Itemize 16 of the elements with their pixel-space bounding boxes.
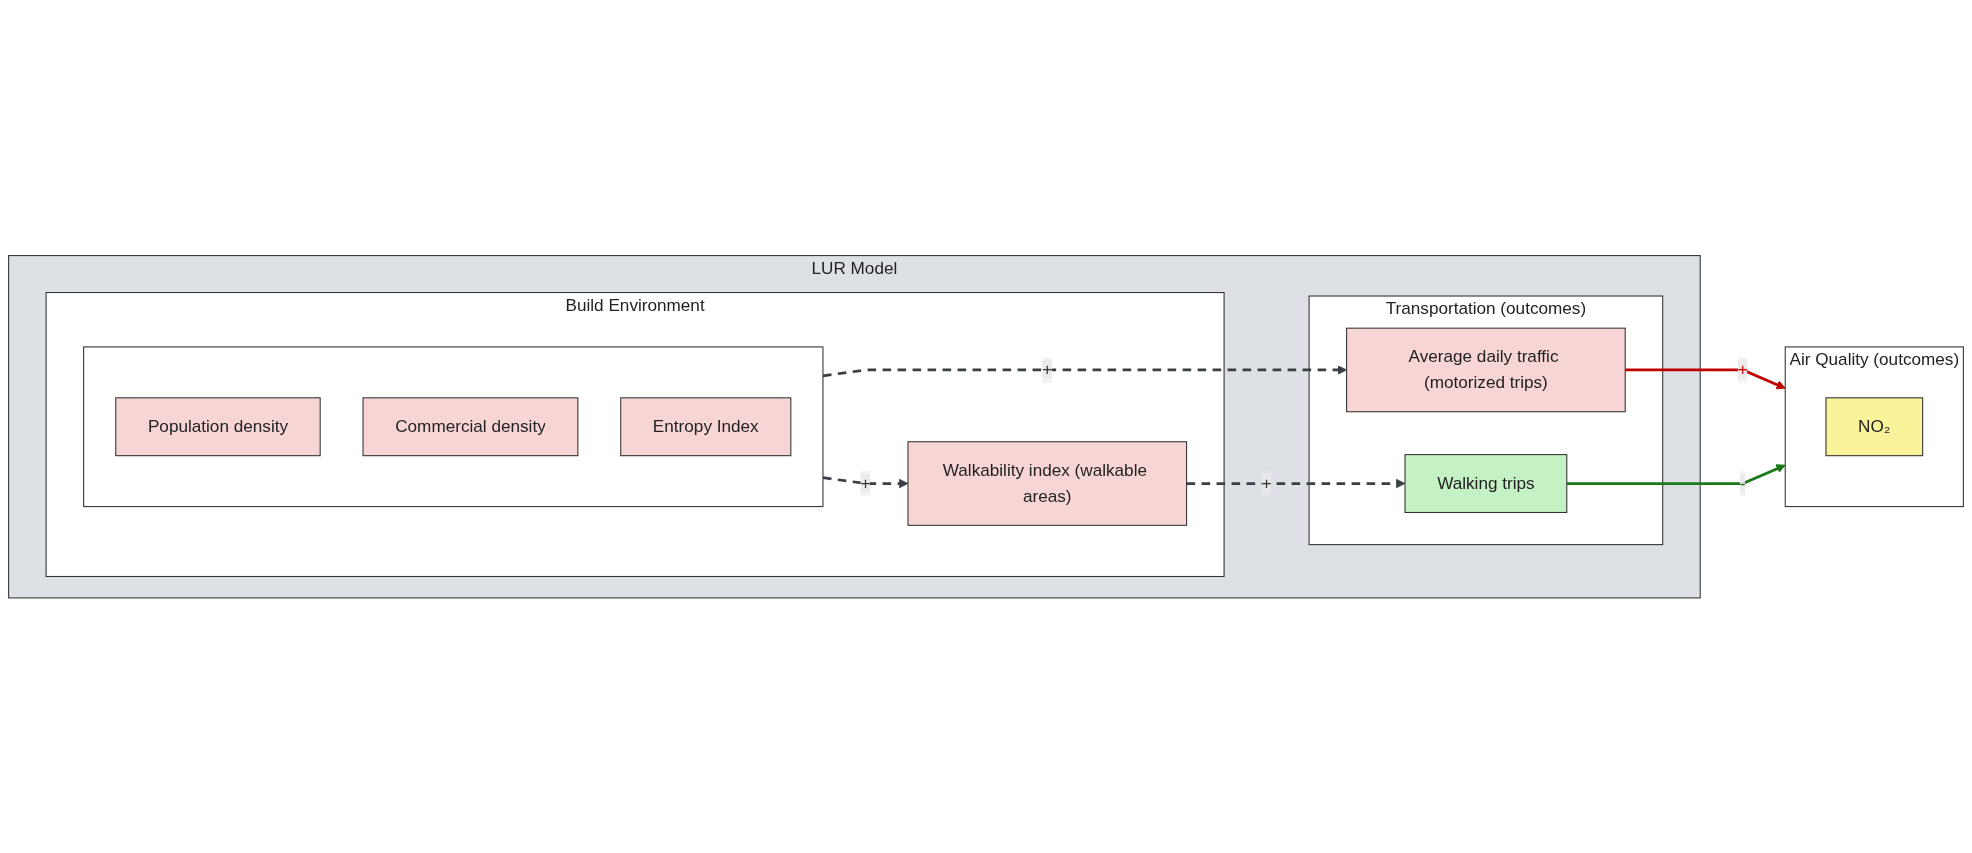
arrow: [1186, 478, 1406, 488]
node-box: Commercial density: [362, 397, 579, 456]
cluster: [83, 346, 824, 507]
edge-label: -: [1739, 473, 1746, 492]
node-box: Walking trips: [1404, 453, 1568, 513]
node-box: Entropy Index: [620, 397, 792, 456]
edge-label: +: [860, 473, 871, 492]
node-box: NO₂: [1825, 397, 1924, 456]
arrow: [1566, 464, 1786, 485]
edge-label: +: [1042, 360, 1053, 379]
node-box: Average daily traffic (motorized trips): [1346, 327, 1626, 413]
edge-label: +: [1737, 360, 1748, 379]
node-box: Population density: [115, 397, 321, 456]
edge-label: +: [1261, 473, 1272, 492]
node-box: Walkability index (walkable areas): [907, 440, 1188, 526]
arrow: [1625, 368, 1786, 389]
